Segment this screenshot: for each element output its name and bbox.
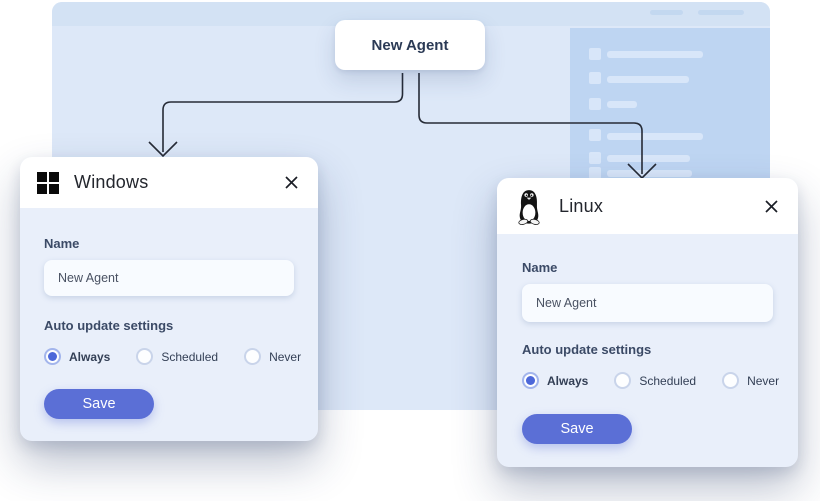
windows-dialog-header: Windows [20, 157, 318, 208]
radio-label: Scheduled [639, 373, 697, 388]
radio-circle-icon [614, 372, 632, 389]
radio-circle-icon [244, 348, 262, 365]
linux-dialog-header: Linux [497, 178, 798, 234]
windows-dialog: Windows Name Auto update settings Always… [20, 157, 318, 441]
close-button[interactable] [281, 173, 301, 193]
name-input[interactable] [44, 260, 294, 296]
linux-tux-icon [518, 190, 540, 225]
new-agent-button[interactable]: New Agent [335, 20, 485, 70]
titlebar-placeholder-bar [650, 10, 683, 15]
radio-label: Scheduled [161, 349, 219, 364]
radio-always[interactable]: Always [522, 372, 588, 389]
radio-label: Never [747, 373, 780, 388]
windows-dialog-body: Name Auto update settings Always Schedul… [20, 208, 318, 419]
close-button[interactable] [761, 196, 781, 216]
close-icon [764, 199, 778, 213]
auto-update-label: Auto update settings [44, 318, 174, 333]
radio-circle-icon [136, 348, 154, 365]
save-button[interactable]: Save [44, 389, 154, 419]
radio-never[interactable]: Never [244, 348, 301, 365]
radio-circle-icon [44, 348, 61, 365]
radio-circle-icon [522, 372, 539, 389]
save-button[interactable]: Save [522, 414, 632, 444]
radio-never[interactable]: Never [722, 372, 779, 389]
dialog-title: Windows [74, 172, 149, 192]
radio-label: Always [547, 373, 589, 388]
windows-logo-icon [37, 171, 59, 194]
radio-always[interactable]: Always [44, 348, 110, 365]
name-label: Name [522, 260, 558, 275]
linux-dialog: Linux Name Auto update settings Always S… [497, 178, 798, 467]
auto-update-radio-group: Always Scheduled Never [522, 372, 779, 389]
auto-update-label: Auto update settings [522, 342, 652, 357]
name-input[interactable] [522, 284, 773, 322]
radio-label: Never [269, 349, 302, 364]
name-label: Name [44, 236, 80, 251]
radio-label: Always [69, 349, 111, 364]
radio-circle-icon [722, 372, 740, 389]
close-icon [284, 176, 298, 189]
radio-scheduled[interactable]: Scheduled [614, 372, 696, 389]
dialog-title: Linux [559, 195, 604, 216]
auto-update-radio-group: Always Scheduled Never [44, 348, 301, 365]
radio-scheduled[interactable]: Scheduled [136, 348, 218, 365]
titlebar-placeholder-bar [698, 10, 744, 15]
linux-dialog-body: Name Auto update settings Always Schedul… [497, 234, 798, 444]
